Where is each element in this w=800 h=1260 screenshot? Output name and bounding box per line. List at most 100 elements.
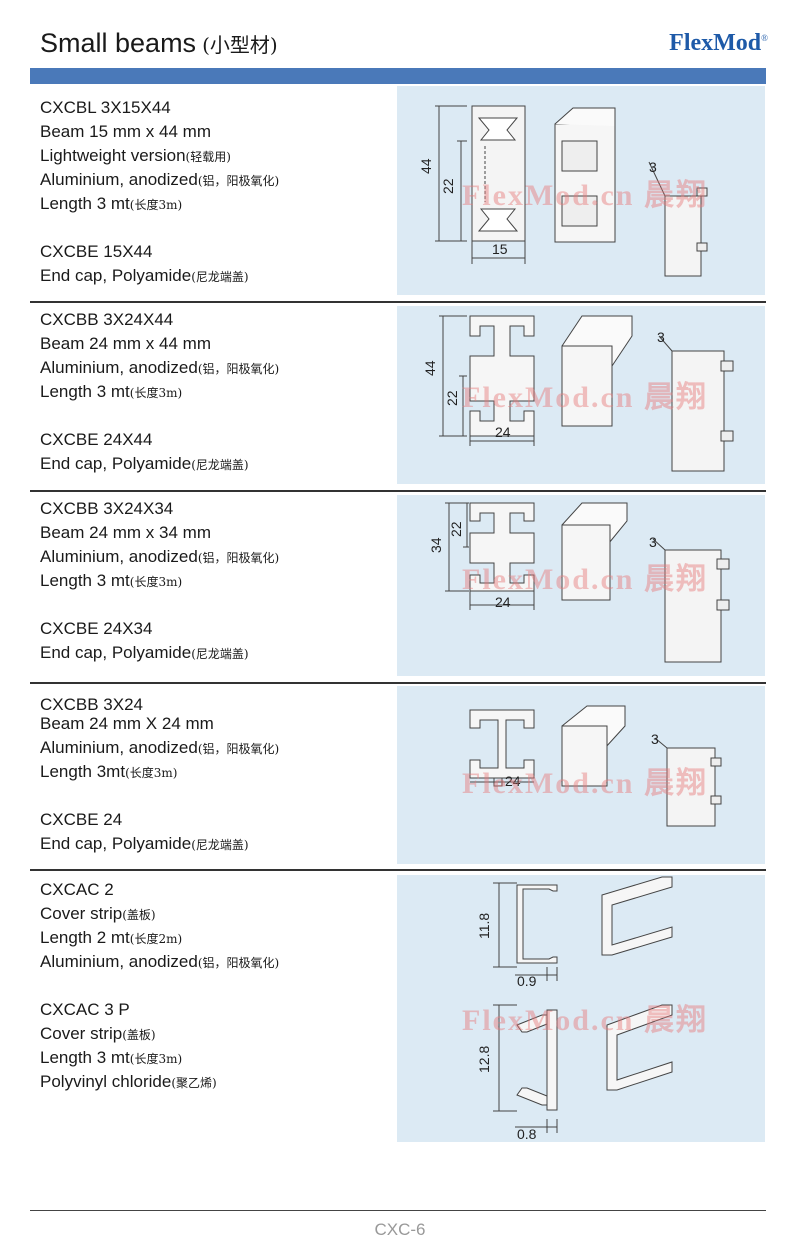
spec-line: Polyvinyl chloride(聚乙烯) [40, 1070, 279, 1094]
spec-note-cn: (尼龙端盖) [191, 458, 249, 472]
spec-text: Lightweight version [40, 146, 186, 165]
spec-line: Length 2 mt(长度2m) [40, 926, 279, 950]
page-title: Small beams(小型材) [40, 28, 278, 59]
product-description-heading: CXCBB 3X24 [40, 695, 143, 714]
watermark: FlexMod.cn 晨翔 [462, 381, 708, 414]
dim-height-2: 12.8 [476, 1046, 492, 1073]
spec-line: Aluminium, anodized(铝，阳极氧化) [40, 736, 279, 760]
page-title-cn: (小型材) [202, 33, 278, 57]
line-gap [40, 974, 279, 998]
spec-text: Length 3 mt [40, 194, 130, 213]
spec-text: End cap, Polyamide [40, 454, 192, 473]
spec-text: CXCBE 15X44 [40, 242, 153, 261]
spec-line: Aluminium, anodized(铝，阳极氧化) [40, 356, 279, 380]
spec-line: Cover strip(盖板) [40, 902, 279, 926]
spec-note-cn: (轻载用) [185, 150, 231, 164]
watermark: FlexMod.cn 晨翔 [462, 767, 708, 800]
spec-note-cn: (铝，阳极氧化) [197, 956, 280, 970]
dim-cap: 3 [649, 534, 657, 550]
product-code: CXCBB 3X24 [40, 695, 143, 714]
spec-text: Beam 24 mm X 24 mm [40, 714, 214, 733]
spec-line: Cover strip(盖板) [40, 1022, 279, 1046]
spec-line: Length 3 mt(长度3m) [40, 569, 279, 593]
dim-thickness-2: 0.8 [517, 1126, 537, 1142]
dim-inner: 22 [448, 521, 464, 537]
spec-text: Length 3 mt [40, 1048, 130, 1067]
cover-strip-drawing: 11.8 0.9 12.8 0.8 [476, 876, 673, 1142]
spec-line: Lightweight version(轻载用) [40, 144, 279, 168]
watermark: FlexMod.cn 晨翔 [462, 563, 708, 596]
spec-line: End cap, Polyamide(尼龙端盖) [40, 832, 279, 856]
drawing-panel: 44 22 24 3 [397, 306, 765, 484]
dim-cap: 3 [649, 159, 657, 175]
spec-text: CXCAC 3 P [40, 1000, 130, 1019]
spec-text: Beam 15 mm x 44 mm [40, 122, 211, 141]
dim-height: 44 [418, 158, 434, 174]
spec-text: End cap, Polyamide [40, 834, 192, 853]
drawing-panel: 11.8 0.9 12.8 0.8 [397, 875, 765, 1142]
header-bar [30, 68, 766, 84]
spec-text: Beam 24 mm x 44 mm [40, 334, 211, 353]
spec-note-cn: (长度3m) [129, 1052, 183, 1066]
spec-line: Length 3mt(长度3m) [40, 760, 279, 784]
spec-text: Polyvinyl chloride [40, 1072, 172, 1091]
spec-line: CXCBE 24X34 [40, 617, 279, 641]
page-title-text: Small beams [40, 28, 197, 58]
spec-text: Aluminium, anodized [40, 547, 198, 566]
line-gap [40, 404, 279, 428]
spec-line: CXCBB 3X24X44 [40, 308, 279, 332]
dim-inner: 22 [440, 178, 456, 194]
spec-line: CXCBE 24X44 [40, 428, 279, 452]
spec-line: CXCBL 3X15X44 [40, 96, 279, 120]
spec-text: CXCBB 3X24X44 [40, 310, 174, 329]
beam-24x44-drawing: 44 22 24 3 [422, 315, 734, 472]
dim-inner: 22 [444, 390, 460, 406]
spec-note-cn: (尼龙端盖) [191, 647, 249, 661]
line-gap [40, 593, 279, 617]
spec-text: Length 3 mt [40, 571, 130, 590]
spec-note-cn: (尼龙端盖) [191, 270, 249, 284]
row-divider [30, 301, 766, 303]
spec-line: Aluminium, anodized(铝，阳极氧化) [40, 950, 279, 974]
spec-text: CXCBE 24X44 [40, 430, 153, 449]
spec-text: Aluminium, anodized [40, 738, 198, 757]
spec-text: CXCBL 3X15X44 [40, 98, 171, 117]
spec-text: Aluminium, anodized [40, 358, 198, 377]
dim-width: 24 [495, 424, 511, 440]
spec-line: CXCBE 24 [40, 808, 279, 832]
spec-line: Beam 24 mm x 34 mm [40, 521, 279, 545]
dim-height-1: 11.8 [476, 913, 492, 939]
spec-line: Length 3 mt(长度3m) [40, 380, 279, 404]
line-gap [40, 784, 279, 808]
spec-note-cn: (铝，阳极氧化) [197, 551, 280, 565]
spec-line: Aluminium, anodized(铝，阳极氧化) [40, 545, 279, 569]
drawing-panel: 34 22 24 3 [397, 495, 765, 676]
spec-note-cn: (长度2m) [129, 932, 183, 946]
watermark: FlexMod.cn 晨翔 [462, 1004, 708, 1037]
spec-note-cn: (铝，阳极氧化) [197, 362, 280, 376]
spec-note-cn: (铝，阳极氧化) [197, 742, 280, 756]
row-divider [30, 869, 766, 871]
spec-text: Length 3mt [40, 762, 126, 781]
spec-line: Length 3 mt(长度3m) [40, 1046, 279, 1070]
spec-text: End cap, Polyamide [40, 643, 192, 662]
line-gap [40, 216, 279, 240]
spec-line: Beam 15 mm x 44 mm [40, 120, 279, 144]
spec-text: CXCBB 3X24X34 [40, 499, 174, 518]
spec-text: Cover strip [40, 1024, 123, 1043]
drawing-panel: 44 22 15 3 [397, 86, 765, 295]
spec-text: Aluminium, anodized [40, 952, 198, 971]
spec-note-cn: (尼龙端盖) [191, 838, 249, 852]
dim-cap: 3 [657, 329, 665, 345]
spec-text: CXCBE 24 [40, 810, 123, 829]
beam-15x44-drawing: 44 22 15 3 [418, 105, 708, 277]
row-divider [30, 682, 766, 684]
spec-text: End cap, Polyamide [40, 266, 192, 285]
spec-text: Cover strip [40, 904, 123, 923]
spec-note-cn: (聚乙烯) [171, 1076, 217, 1090]
page-number: CXC-6 [374, 1220, 426, 1239]
